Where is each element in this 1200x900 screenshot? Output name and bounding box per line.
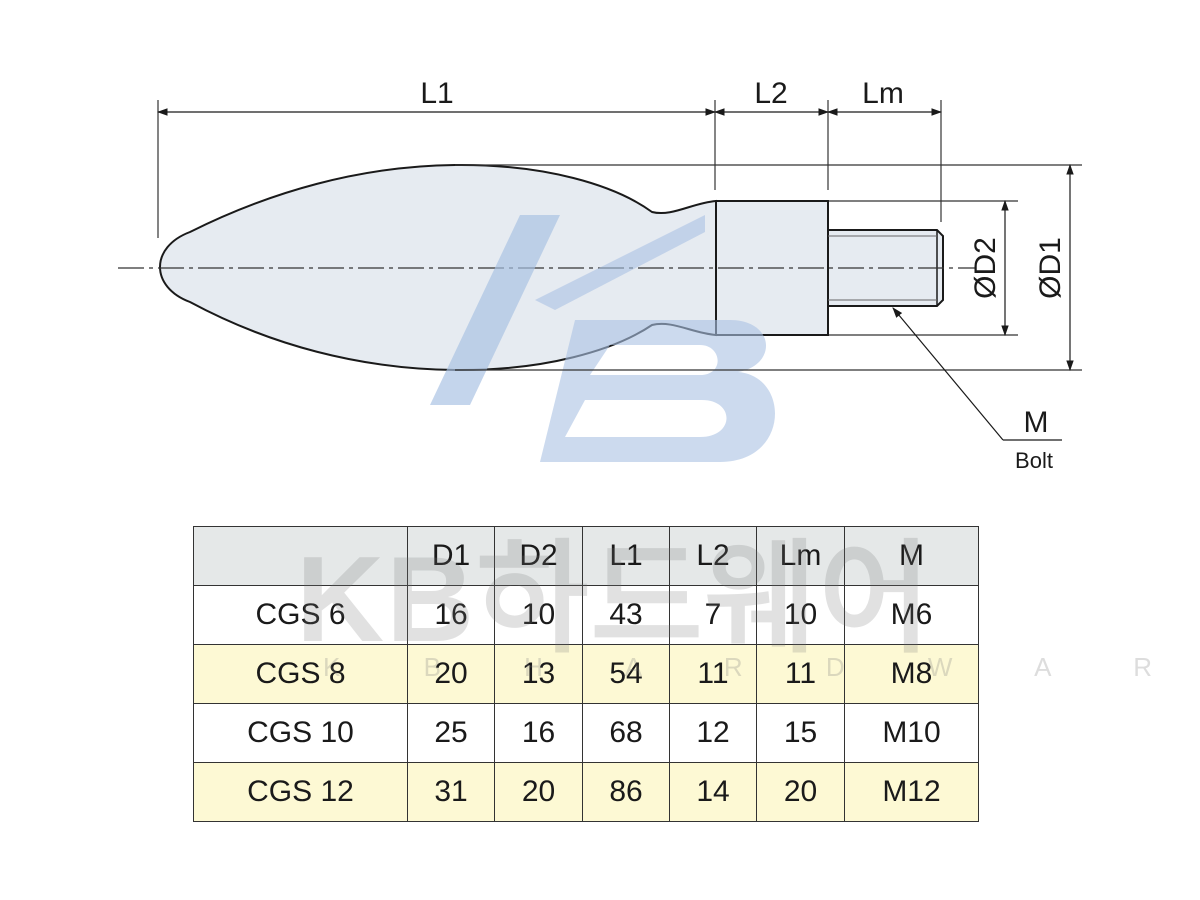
- table-cell: 86: [582, 762, 670, 822]
- header-cell-lm: Lm: [756, 526, 845, 586]
- table-cell: 15: [756, 703, 845, 763]
- table-cell: M10: [844, 703, 979, 763]
- table-cell: 68: [582, 703, 670, 763]
- spec-table: D1 D2 L1 L2 Lm M CGS 6 16 10 43 7 10 M6 …: [193, 526, 979, 822]
- table-cell: M12: [844, 762, 979, 822]
- table-cell: 20: [756, 762, 845, 822]
- table-cell: 16: [494, 703, 583, 763]
- dim-label-l1: L1: [420, 77, 453, 110]
- dim-label-d1: ØD1: [1034, 237, 1067, 299]
- table-row: CGS 8 20 13 54 11 11 M8: [193, 644, 979, 704]
- dim-label-l2: L2: [754, 77, 787, 110]
- kb-logo-watermark: [430, 215, 775, 462]
- header-cell-d1: D1: [407, 526, 495, 586]
- table-cell: 54: [582, 644, 670, 704]
- table-cell: 20: [407, 644, 495, 704]
- header-cell-l1: L1: [582, 526, 670, 586]
- dim-label-d2: ØD2: [969, 237, 1002, 299]
- table-header-row: D1 D2 L1 L2 Lm M: [193, 526, 979, 586]
- table-row: CGS 10 25 16 68 12 15 M10: [193, 703, 979, 763]
- table-cell-model: CGS 12: [193, 762, 408, 822]
- table-cell: M8: [844, 644, 979, 704]
- dim-label-bolt: Bolt: [1015, 448, 1053, 473]
- table-cell: 25: [407, 703, 495, 763]
- table-cell: 31: [407, 762, 495, 822]
- table-row: CGS 12 31 20 86 14 20 M12: [193, 762, 979, 822]
- table-cell: M6: [844, 585, 979, 645]
- table-cell: 10: [494, 585, 583, 645]
- table-cell: 20: [494, 762, 583, 822]
- header-cell-model: [193, 526, 408, 586]
- header-cell-m: M: [844, 526, 979, 586]
- table-cell: 14: [669, 762, 757, 822]
- table-row: CGS 6 16 10 43 7 10 M6: [193, 585, 979, 645]
- dim-label-m: M: [1024, 406, 1049, 439]
- table-cell: 13: [494, 644, 583, 704]
- table-cell-model: CGS 10: [193, 703, 408, 763]
- table-cell: 10: [756, 585, 845, 645]
- table-cell: 7: [669, 585, 757, 645]
- table-cell: 11: [756, 644, 845, 704]
- table-cell-model: CGS 8: [193, 644, 408, 704]
- table-cell: 16: [407, 585, 495, 645]
- header-cell-d2: D2: [494, 526, 583, 586]
- table-cell: 12: [669, 703, 757, 763]
- table-cell: 43: [582, 585, 670, 645]
- table-cell: 11: [669, 644, 757, 704]
- technical-drawing: L1 L2 Lm ØD2 ØD1 M Bolt: [118, 77, 1082, 473]
- table-cell-model: CGS 6: [193, 585, 408, 645]
- spec-table-wrapper: D1 D2 L1 L2 Lm M CGS 6 16 10 43 7 10 M6 …: [193, 526, 1200, 822]
- header-cell-l2: L2: [669, 526, 757, 586]
- dim-label-lm: Lm: [862, 77, 904, 110]
